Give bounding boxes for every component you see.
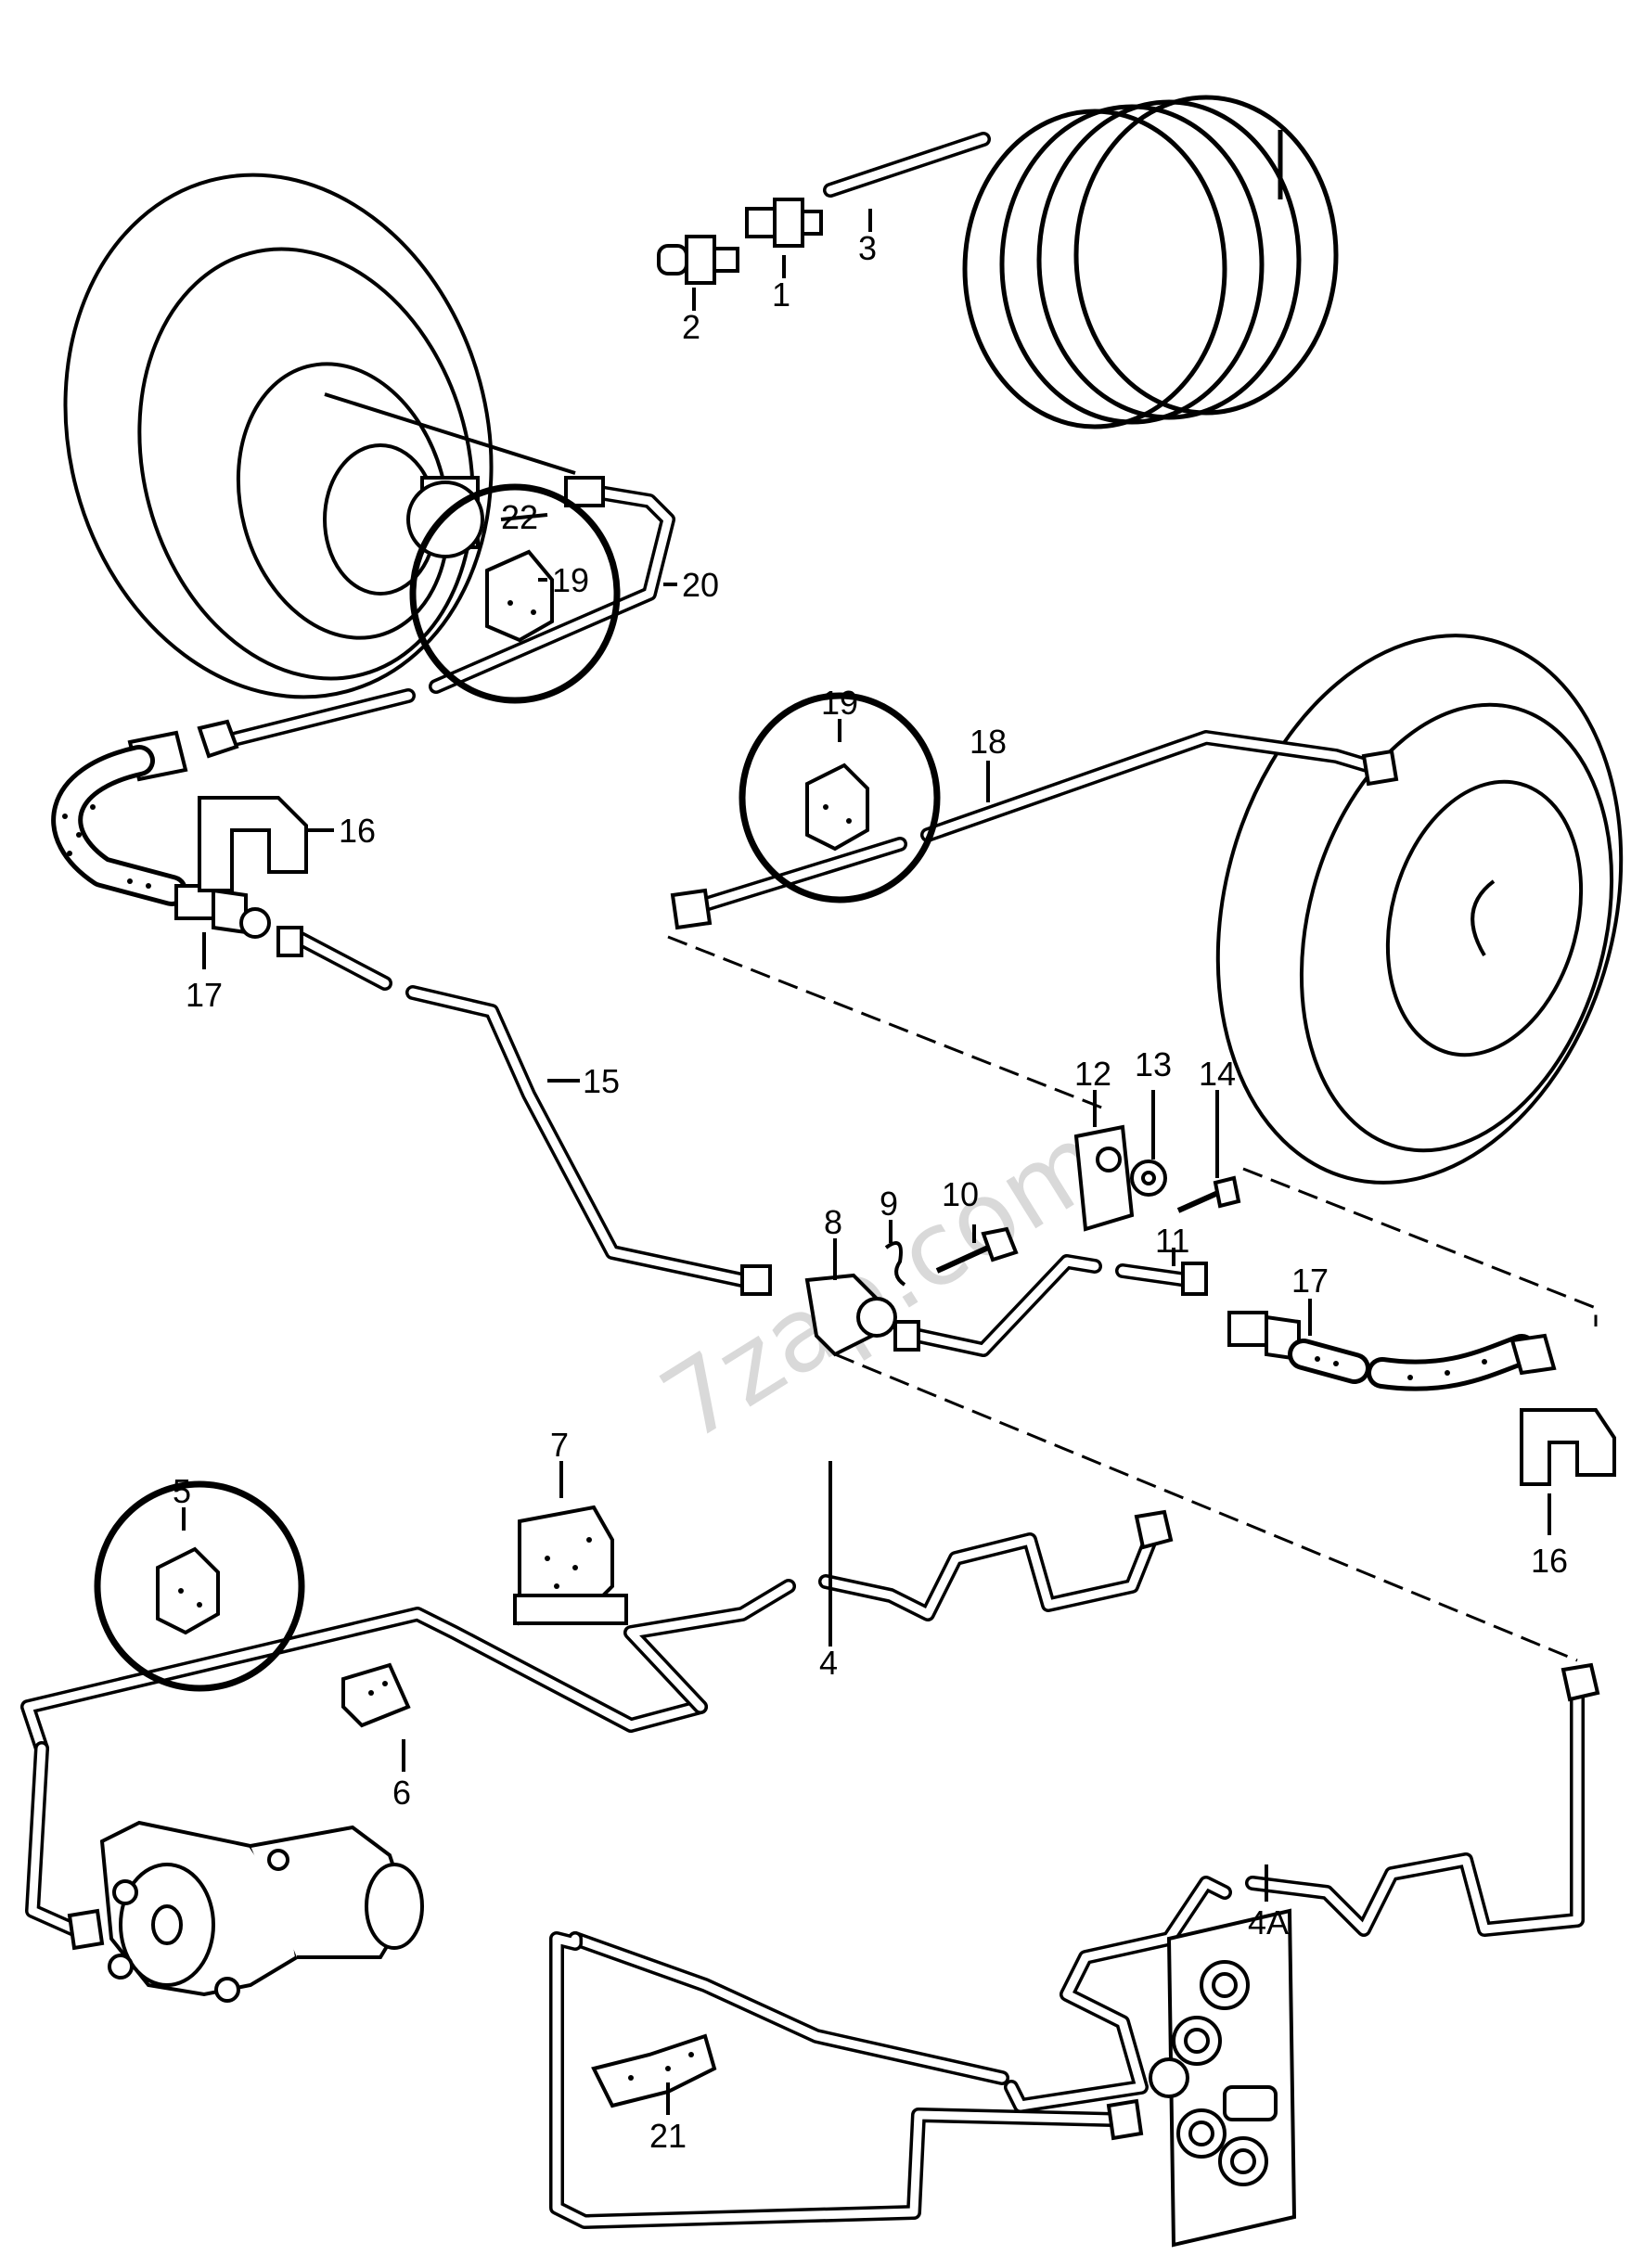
callout-leaders — [182, 209, 1551, 2115]
brake-pipe-lower-loop — [549, 1931, 1144, 2229]
callout-15: 15 — [583, 1062, 620, 1100]
screw-10 — [935, 1226, 1019, 1274]
pipe-clip-6 — [341, 1662, 411, 1728]
hose-clip-16-right — [1520, 1408, 1616, 1486]
brake-pipe-18 — [670, 730, 1399, 930]
brake-pipe-15 — [276, 926, 772, 1296]
spring-clip-9 — [884, 1241, 906, 1287]
callout-3: 3 — [858, 229, 877, 267]
circle-callout-5 — [94, 1480, 305, 1692]
circle-callout-19-right — [739, 692, 941, 903]
hose-clip-16-left — [198, 796, 308, 892]
callout-11: 11 — [1155, 1222, 1189, 1260]
callout-13: 13 — [1135, 1045, 1172, 1083]
callout-21: 21 — [649, 2117, 687, 2155]
callout-17-right: 17 — [1291, 1262, 1329, 1300]
callout-2: 2 — [682, 308, 700, 346]
right-wheel — [1215, 634, 1624, 1185]
callout-1: 1 — [772, 275, 790, 314]
brake-pipe-4 — [20, 1509, 1174, 1937]
brake-hose-17-left — [51, 730, 271, 939]
callout-20: 20 — [682, 566, 719, 604]
callout-16-left: 16 — [339, 812, 376, 850]
distribution-piece-8 — [804, 1254, 1208, 1357]
union-fitting-1 — [745, 198, 823, 248]
union-fitting-2 — [657, 235, 739, 285]
coiled-brake-pipe — [823, 95, 1339, 429]
brake-pipe-4a — [568, 1662, 1600, 2113]
callout-19-top: 19 — [552, 561, 589, 599]
callout-16-right: 16 — [1531, 1542, 1568, 1580]
callout-8: 8 — [824, 1203, 842, 1241]
callout-6: 6 — [392, 1774, 411, 1812]
callout-4a: 4A — [1248, 1903, 1289, 1941]
callout-labels: 1 2 3 4 4A 5 6 7 8 9 10 11 12 13 14 15 1… — [173, 229, 1568, 2155]
callout-19-right: 19 — [821, 684, 858, 722]
callout-17-left: 17 — [186, 976, 223, 1014]
pipe-clip-21 — [591, 2033, 717, 2108]
callout-10: 10 — [942, 1175, 979, 1213]
bracket-12 — [1073, 1124, 1135, 1232]
pipe-clip-7 — [513, 1505, 628, 1626]
brake-pipe-20 — [197, 476, 675, 759]
callout-4: 4 — [819, 1644, 838, 1682]
callout-18: 18 — [970, 723, 1007, 761]
dashed-leaders — [667, 935, 1598, 1662]
circle-callout-19-top — [409, 483, 621, 704]
pressure-regulator-plate — [1149, 1908, 1297, 2248]
callout-7: 7 — [550, 1426, 569, 1464]
callout-22: 22 — [501, 498, 538, 536]
callout-14: 14 — [1199, 1055, 1236, 1093]
washer-13 — [1130, 1160, 1167, 1197]
callout-5: 5 — [173, 1472, 191, 1510]
brake-master-cylinder — [67, 1820, 424, 2003]
brake-hose-17-right — [1227, 1311, 1557, 1391]
callout-9: 9 — [880, 1185, 898, 1223]
left-wheel — [63, 173, 576, 699]
screw-14 — [1176, 1175, 1241, 1213]
callout-12: 12 — [1074, 1055, 1111, 1093]
